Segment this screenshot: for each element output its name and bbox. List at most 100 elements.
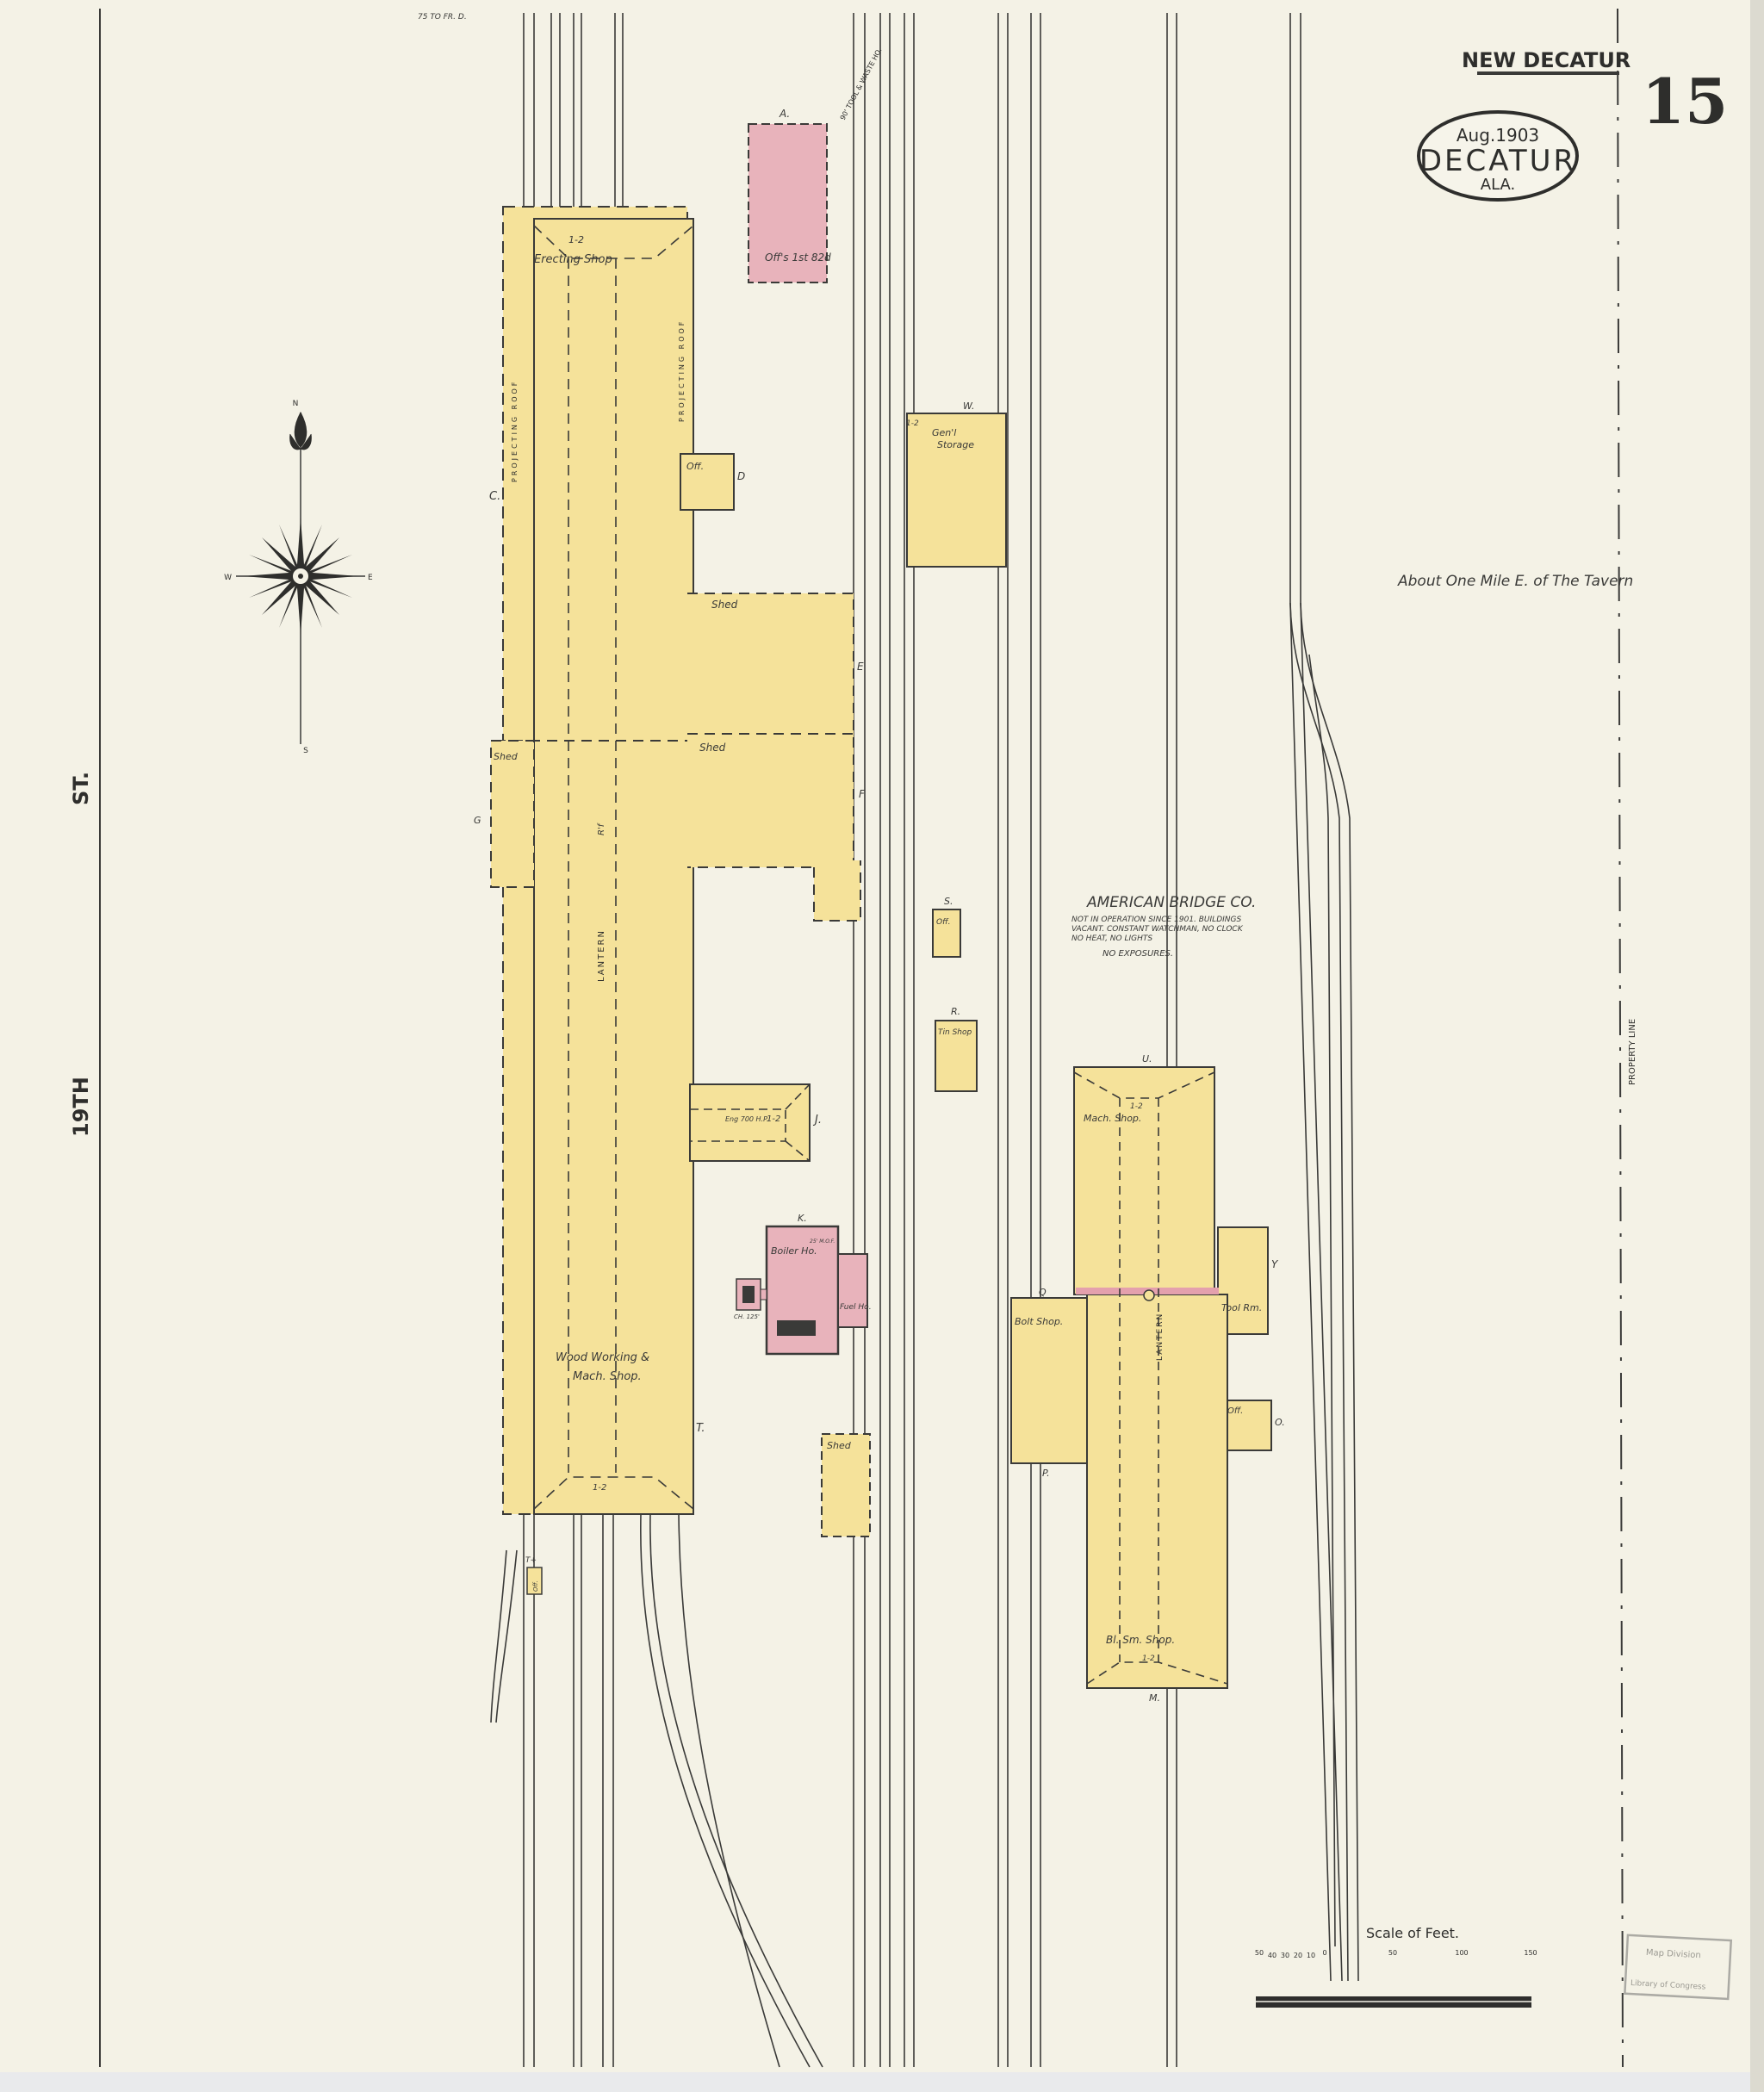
letter-j: J. xyxy=(812,1114,822,1127)
compass-w: W xyxy=(224,574,232,582)
tool-room-label: Tool Rm. xyxy=(1221,1302,1262,1313)
erecting-shop-label: Erecting Shop xyxy=(534,253,612,266)
letter-r: R. xyxy=(951,1006,960,1017)
engine-stories: 1-2 xyxy=(767,1114,780,1124)
scale-tick: 0 xyxy=(1322,1949,1326,1957)
scale-tick: 20 xyxy=(1294,1952,1302,1959)
shed-g-label: Shed xyxy=(494,751,519,762)
property-line-label: PROPERTY LINE xyxy=(1628,1019,1637,1085)
scale-tick: 150 xyxy=(1524,1949,1537,1957)
compass-e: E xyxy=(368,574,373,582)
office-a-label: Off's 1st 82d xyxy=(765,251,831,264)
company-name: AMERICAN BRIDGE CO. xyxy=(1086,894,1256,911)
office-s-label: Off. xyxy=(936,918,950,927)
stamp-line-1: Map Division xyxy=(1646,1948,1701,1960)
letter-p: P. xyxy=(1042,1468,1050,1479)
lantern-label: LANTERN xyxy=(597,929,606,982)
building-machine-shop-complex: 1-2 Mach. Shop. U. Bolt Shop. Q Tool Rm.… xyxy=(1010,1053,1285,1704)
rf-label: R'f xyxy=(597,823,606,835)
projecting-roof-right: PROJECTING ROOF xyxy=(678,320,686,422)
letter-q: Q xyxy=(1039,1287,1047,1298)
stack-label: 25' M.O.F. xyxy=(810,1238,835,1245)
letter-e: E xyxy=(857,661,864,673)
letter-k: K. xyxy=(798,1213,807,1224)
building-office-t: Off. T+ xyxy=(525,1556,543,1595)
erecting-stories: 1-2 xyxy=(568,234,584,245)
scale-tick: 10 xyxy=(1307,1952,1315,1959)
shed-f-label: Shed xyxy=(699,742,726,754)
railroad-tracks xyxy=(490,13,1359,2068)
cartouche: Aug.1903 DECATUR ALA. xyxy=(1417,110,1579,202)
fleur-de-lis-icon xyxy=(289,411,312,450)
street-name-top: ST. xyxy=(69,772,93,805)
scale-tick: 100 xyxy=(1455,1949,1468,1957)
building-erecting-and-woodworking-shop: Erecting Shop 1-2 PROJECTING ROOF PROJEC… xyxy=(489,206,705,1515)
blacksmith-stories: 1-2 xyxy=(1142,1654,1155,1663)
building-boiler-house-k: Boiler Ho. 25' M.O.F. Fuel Ho. CH. 125' … xyxy=(734,1213,872,1356)
letter-o: O. xyxy=(1275,1417,1285,1428)
scale-tick: 50 xyxy=(1255,1949,1264,1957)
building-tin-shop-r: Tin Shop R. xyxy=(935,1006,978,1092)
blacksmith-shop-label: Bl. Sm. Shop. xyxy=(1106,1634,1175,1646)
building-storage-w: 1-2 Gen'l Storage W. xyxy=(906,400,1007,568)
cartouche-state: ALA. xyxy=(1481,176,1515,194)
woodworking-label-1: Wood Working & xyxy=(556,1351,649,1364)
building-shed-t: Shed xyxy=(821,1433,871,1537)
no-exposures: NO EXPOSURES. xyxy=(1102,949,1173,959)
letter-t-plus: T+ xyxy=(525,1556,537,1565)
storage-label-2: Storage xyxy=(937,439,974,450)
building-shed-g: Shed G xyxy=(474,740,535,888)
shed-e-label: Shed xyxy=(711,599,738,611)
stamp-line-2: Library of Congress xyxy=(1630,1979,1706,1992)
storage-stories: 1-2 xyxy=(906,419,919,428)
scale-tick: 30 xyxy=(1281,1952,1289,1959)
location-note: About One Mile E. of The Tavern xyxy=(1397,573,1633,590)
engine-label: Eng 700 H.P. xyxy=(725,1115,768,1123)
compass-n: N xyxy=(293,400,299,408)
letter-m: M. xyxy=(1149,1692,1160,1704)
letter-y: Y xyxy=(1271,1258,1279,1270)
top-note: 75 TO FR. D. xyxy=(418,13,467,22)
fuel-house-label: Fuel Ho. xyxy=(840,1303,872,1312)
woodworking-stories: 1-2 xyxy=(593,1483,606,1493)
letter-t: T. xyxy=(696,1422,705,1435)
office-t-label: Off. xyxy=(532,1580,539,1592)
company-note-line-2: VACANT. CONSTANT WATCHMAN, NO CLOCK xyxy=(1071,925,1244,934)
cartouche-city: DECATUR xyxy=(1419,144,1576,178)
street-name-bottom: 19TH xyxy=(69,1077,93,1137)
scale-bar: Scale of Feet. 50 40 30 20 10 0 50 100 1… xyxy=(1255,1925,1537,2008)
scale-tick: 50 xyxy=(1388,1949,1397,1957)
building-office-d: Off. D xyxy=(680,453,745,511)
district-title: NEW DECATUR xyxy=(1462,48,1630,72)
mach-shop-stories: 1-2 xyxy=(1130,1102,1143,1111)
building-sheds-e-f: Shed E Shed F xyxy=(495,593,866,922)
company-note: AMERICAN BRIDGE CO. NOT IN OPERATION SIN… xyxy=(1071,894,1256,959)
cartouche-date: Aug.1903 xyxy=(1457,125,1539,146)
tin-shop-label: Tin Shop xyxy=(938,1028,972,1037)
letter-s: S. xyxy=(944,896,953,907)
company-note-line-3: NO HEAT, NO LIGHTS xyxy=(1071,934,1152,943)
compass-s: S xyxy=(303,747,308,755)
lantern-label-right: LANTERN xyxy=(1156,1313,1165,1361)
letter-c: C. xyxy=(489,490,500,503)
letter-d: D xyxy=(737,470,745,482)
office-d-label: Off. xyxy=(686,461,704,472)
letter-g: G xyxy=(474,815,481,826)
woodworking-label-2: Mach. Shop. xyxy=(573,1370,642,1383)
letter-w: W. xyxy=(963,400,974,412)
building-office-s: Off. S. xyxy=(932,896,961,958)
office-o-label: Off. xyxy=(1227,1406,1243,1416)
letter-u: U. xyxy=(1142,1053,1152,1065)
letter-f: F xyxy=(859,788,866,800)
storage-label-1: Gen'l xyxy=(932,427,956,438)
building-engine-j: Eng 700 H.P. 1-2 J. xyxy=(689,1083,822,1162)
boiler-house-label: Boiler Ho. xyxy=(771,1245,817,1257)
library-stamp: Map Division Library of Congress xyxy=(1624,1934,1733,2001)
mach-shop-label: Mach. Shop. xyxy=(1084,1113,1141,1124)
bolt-shop-label: Bolt Shop. xyxy=(1015,1316,1063,1327)
compass-rose: N S W E xyxy=(224,400,373,755)
scale-tick: 40 xyxy=(1268,1952,1276,1959)
chimney-label: CH. 125' xyxy=(734,1313,760,1320)
